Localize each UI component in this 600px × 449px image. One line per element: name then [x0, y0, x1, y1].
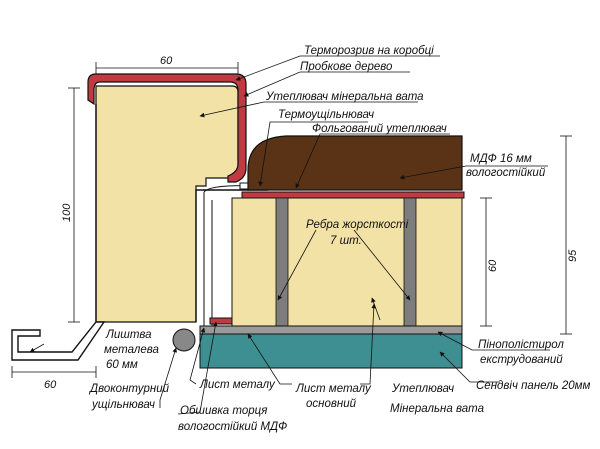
thermal-break-cork — [87, 73, 247, 183]
dim-leaf-insulation: 60 — [487, 259, 499, 272]
dimensions — [11, 62, 572, 378]
mdf-panel — [247, 135, 463, 191]
label-mineral-wool-insulation: Утеплювач мінеральна вата — [265, 91, 424, 103]
label-mdf-16: МДФ 16 мм — [470, 153, 532, 165]
frame-body — [95, 85, 239, 323]
sheet-metal-main — [199, 325, 463, 335]
metal-trim — [11, 321, 106, 361]
label-edge-cover-1: Обшивка торця — [180, 405, 267, 417]
label-insulation-2: Мінеральна вата — [390, 403, 484, 415]
stiffener-rib-1 — [275, 197, 289, 327]
dim-trim-width: 60 — [44, 379, 57, 391]
dim-box-width: 60 — [160, 55, 173, 67]
label-sheet-metal-main-1: Лист металу — [295, 383, 372, 395]
label-edge-cover-2: вологостійкий МДФ — [178, 421, 287, 433]
label-double-seal-1: Двоконтурний — [88, 383, 170, 395]
label-polystyrene-2: екструдований — [480, 354, 563, 366]
label-sheet-metal-main-2: основний — [306, 398, 357, 410]
label-foil-insulation: Фольгований утеплювач — [312, 123, 447, 135]
sandwich-panel — [199, 333, 463, 369]
double-contour-seal — [172, 328, 196, 352]
label-insulation-1: Утеплювач — [391, 383, 454, 395]
label-ribs-count: 7 шт. — [330, 235, 362, 247]
seal-bottom-strip — [209, 317, 235, 325]
label-double-seal-2: ущільнювач — [91, 399, 155, 411]
leaf-insulation — [231, 197, 463, 327]
leader-lines — [29, 55, 550, 415]
label-thermal-break-box: Терморозрив на коробці — [304, 45, 434, 57]
stiffener-rib-2 — [403, 197, 417, 327]
label-trim-2: металева — [104, 344, 159, 356]
mdf-cork-strip — [241, 191, 465, 199]
dim-leaf-total: 95 — [567, 249, 579, 262]
dim-box-height: 100 — [61, 203, 73, 222]
label-ribs: Ребра жорсткості — [306, 219, 409, 231]
label-trim-1: Лиштва — [105, 329, 152, 341]
label-mdf-moisture: вологостійкий — [466, 167, 546, 179]
label-sandwich-panel: Сендвіч панель 20мм — [476, 380, 591, 392]
label-trim-3: 60 мм — [106, 359, 138, 371]
frame-metal-outline — [95, 104, 268, 322]
label-polystyrene-1: Пінополістирол — [478, 339, 564, 351]
callout-labels: Терморозрив на коробці Пробкове дерево У… — [88, 45, 591, 433]
label-cork-wood: Пробкове дерево — [300, 61, 393, 73]
label-thermal-seal: Термоущільнювач — [278, 109, 374, 121]
label-sheet-metal: Лист металу — [199, 379, 276, 391]
